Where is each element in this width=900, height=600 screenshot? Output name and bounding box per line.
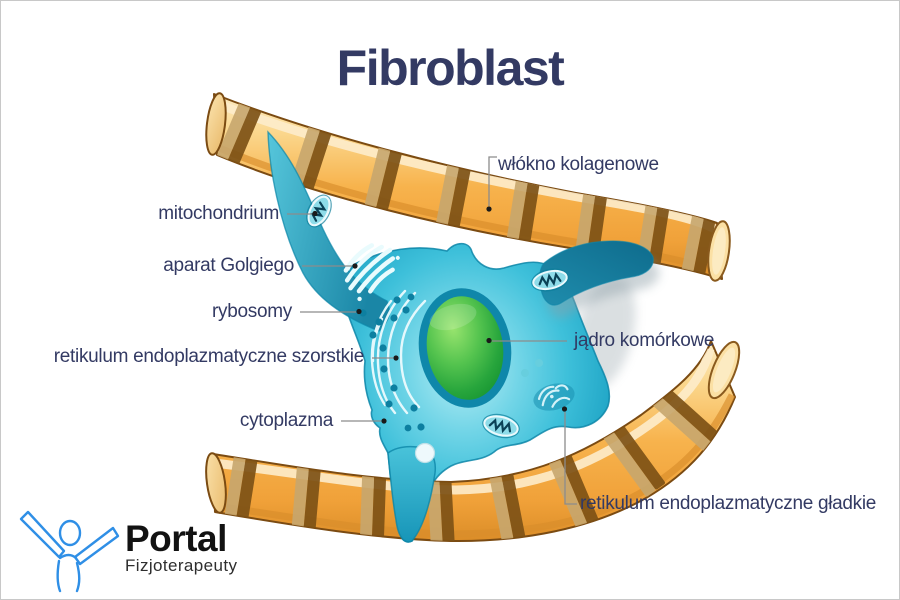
vesicle — [414, 442, 436, 464]
cell-dot — [535, 359, 543, 367]
mitochondrion — [482, 413, 520, 439]
label-rybosomy: rybosomy — [212, 301, 292, 322]
label-retikulum-gladkie: retikulum endoplazmatyczne gładkie — [580, 493, 877, 514]
rough-endoplasmic-reticulum — [370, 289, 427, 415]
logo-figure-icon — [19, 510, 120, 593]
smooth-endoplasmic-reticulum — [533, 383, 575, 411]
cell-dot — [521, 369, 529, 377]
leader-lines — [287, 156, 577, 505]
label-jadro-komorkowe: jądro komórkowe — [574, 330, 715, 351]
logo-text: Portal Fizjoterapeuty — [125, 517, 238, 575]
nucleus — [418, 288, 512, 408]
mitochondrion — [531, 268, 569, 292]
logo: Portal Fizjoterapeuty — [13, 503, 237, 593]
golgi-apparatus — [343, 243, 400, 302]
ribosomes — [359, 293, 425, 432]
logo-subtitle: Fizjoterapeuty — [125, 555, 238, 575]
label-retikulum-szorstkie: retikulum endoplazmatyczne szorstkie — [53, 346, 365, 367]
collagen-fiber-bottom — [205, 340, 741, 543]
page-title: Fibroblast — [336, 40, 565, 96]
mitochondrion — [306, 194, 332, 228]
label-wlokno-kolagenowe: włókno kolagenowe — [498, 154, 659, 175]
logo-name: Portal — [125, 517, 227, 559]
leader-dots — [312, 206, 568, 424]
label-cytoplazma: cytoplazma — [239, 410, 333, 431]
leader-wlokno-kolagenowe — [488, 156, 497, 206]
label-aparat-golgiego: aparat Golgiego — [163, 255, 294, 276]
label-mitochondrium: mitochondrium — [158, 203, 279, 224]
collagen-fiber-top — [205, 92, 731, 282]
leader-retikulum-gladkie — [564, 412, 577, 505]
